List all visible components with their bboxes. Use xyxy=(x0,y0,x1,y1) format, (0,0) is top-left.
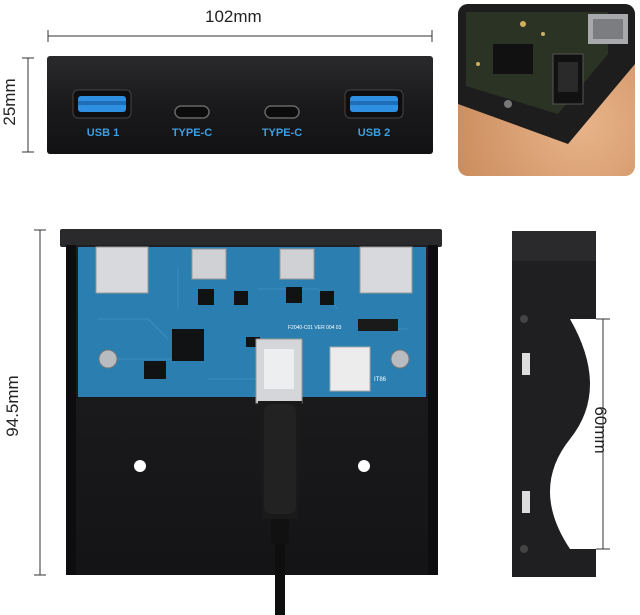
bay-dimension-label: 60mm xyxy=(591,406,610,454)
top-height-label: 94.5mm xyxy=(3,375,22,437)
typec-port-1[interactable] xyxy=(174,105,210,119)
front-panel: USB 1 TYPE-C TYPE-C USB 2 xyxy=(47,56,433,154)
top-height-dimension xyxy=(34,229,46,576)
usb2-label: USB 2 xyxy=(358,127,390,139)
top-view: F2040-C01 VER 004 03 IT86 xyxy=(60,229,442,615)
usb2-port[interactable] xyxy=(344,89,404,119)
front-height-dimension xyxy=(22,57,34,153)
width-dimension-label: 102mm xyxy=(205,7,262,26)
pcb-board: F2040-C01 VER 004 03 IT86 xyxy=(78,246,426,397)
usb1-port[interactable] xyxy=(72,89,132,119)
side-view xyxy=(512,231,610,577)
usb-cable xyxy=(255,338,303,615)
usb1-label: USB 1 xyxy=(87,127,119,139)
typec1-label: TYPE-C xyxy=(172,127,212,139)
svg-text:IT86: IT86 xyxy=(374,377,387,383)
width-dimension xyxy=(47,30,433,42)
svg-text:F2040-C01 VER 004 03: F2040-C01 VER 004 03 xyxy=(288,325,342,331)
pcb-closeup-photo xyxy=(458,4,635,176)
typec2-label: TYPE-C xyxy=(262,127,302,139)
front-height-label: 25mm xyxy=(0,78,19,126)
typec-port-2[interactable] xyxy=(264,105,300,119)
